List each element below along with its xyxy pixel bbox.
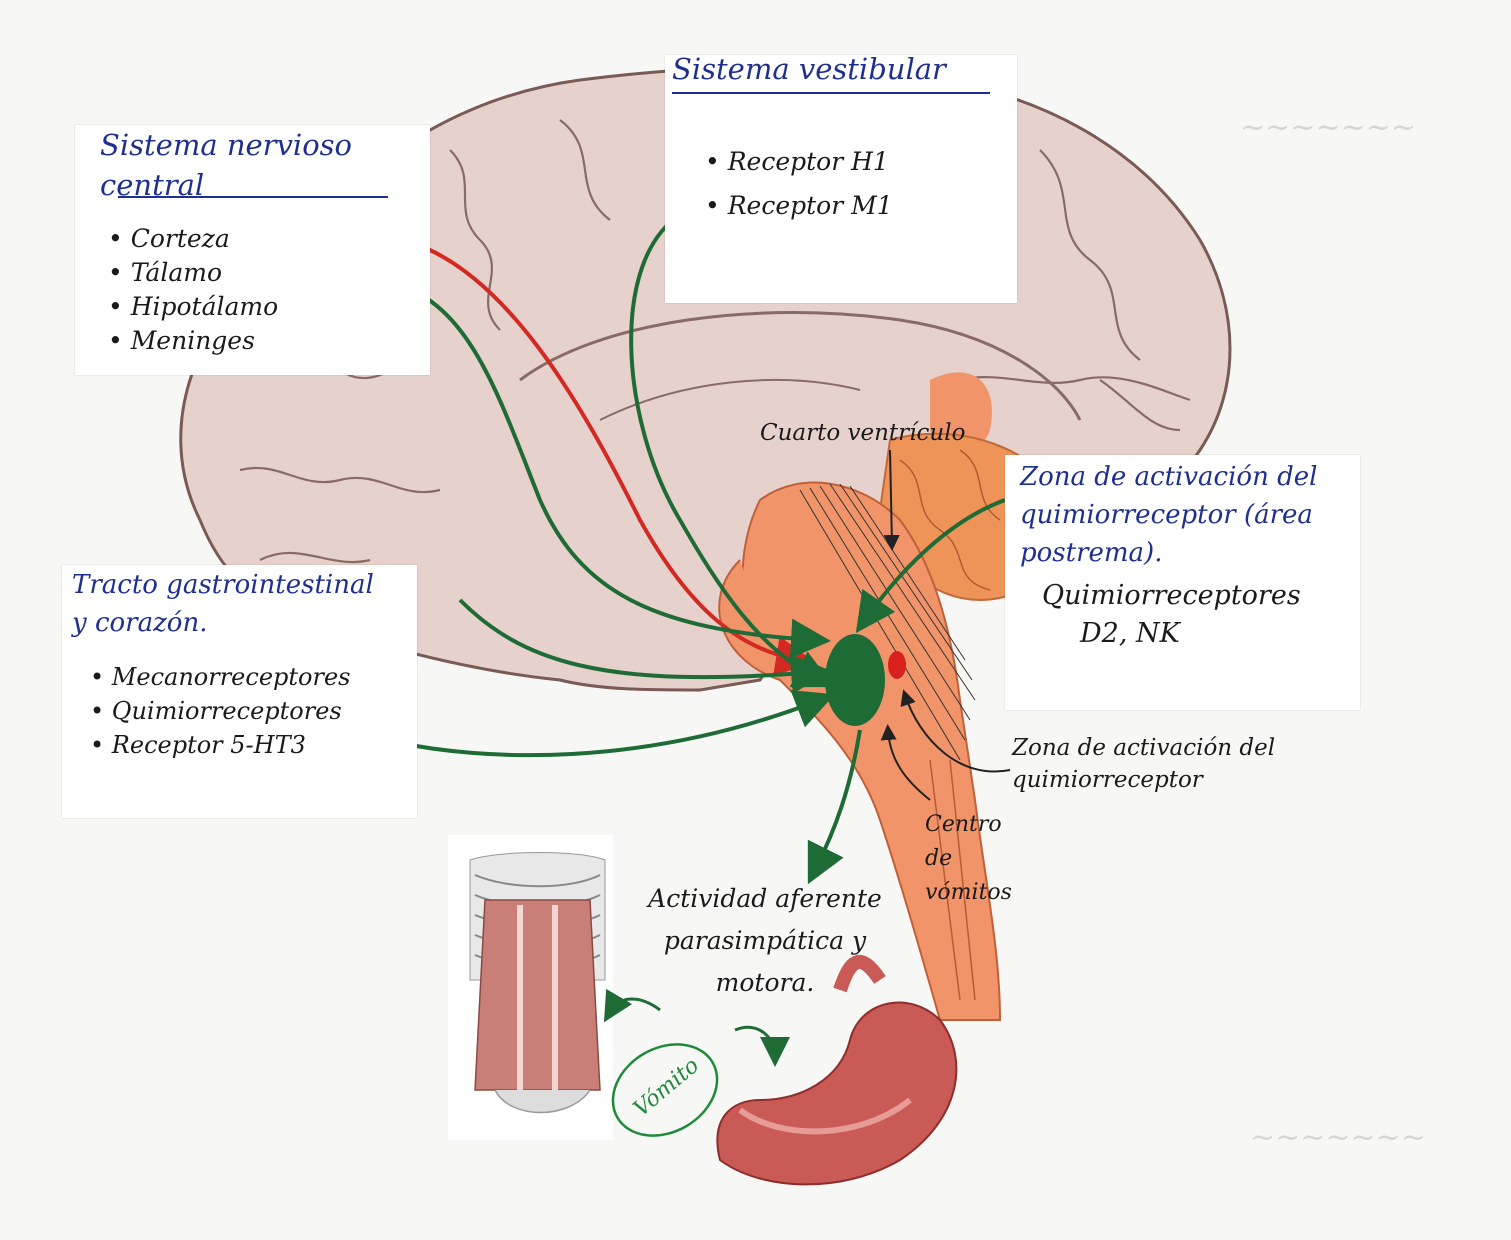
cns-item: Hipotálamo: [108, 290, 278, 324]
cns-item: Tálamo: [108, 256, 278, 290]
vomit-center: [825, 634, 885, 726]
vestibular-item: Receptor H1: [705, 140, 893, 184]
vestibular-title-underline: [672, 92, 990, 94]
cns-list: Corteza Tálamo Hipotálamo Meninges: [108, 222, 278, 358]
abdomen-illustration: [448, 835, 613, 1140]
ctz-receptors: D2, NK: [1080, 618, 1180, 649]
ctz-receptors-label: Quimiorreceptores: [1042, 580, 1301, 611]
arrow-vomit-right: [735, 1027, 775, 1055]
cns-item: Meninges: [108, 324, 278, 358]
background-writing: ~~~~~~~: [1240, 110, 1416, 145]
gi-item: Quimiorreceptores: [90, 694, 350, 728]
vestibular-list: Receptor H1 Receptor M1: [705, 140, 893, 228]
arrow-gi-green: [395, 700, 820, 755]
vestibular-title: Sistema vestibular: [672, 52, 946, 86]
ctz-title: Zona de activación del quimiorreceptor (…: [1020, 458, 1350, 572]
vomit-center-label: Centro de vómitos: [925, 808, 1035, 910]
gi-item: Receptor 5-HT3: [90, 728, 350, 762]
gi-title: Tracto gastrointestinal y corazón.: [72, 566, 392, 642]
ctz-dot: [888, 651, 906, 679]
background-writing: ~~~~~~~: [1250, 1120, 1426, 1155]
cns-title-underline: [118, 196, 388, 198]
efferent-label: Actividad aferente parasimpática y motor…: [640, 878, 890, 1004]
ctz-label: Zona de activación del quimiorreceptor: [1012, 732, 1282, 796]
gi-list: Mecanorreceptores Quimiorreceptores Rece…: [90, 660, 350, 762]
cns-item: Corteza: [108, 222, 278, 256]
fourth-ventricle-label: Cuarto ventrículo: [760, 420, 965, 446]
cns-title: Sistema nervioso central: [100, 125, 400, 205]
gi-item: Mecanorreceptores: [90, 660, 350, 694]
vestibular-item: Receptor M1: [705, 184, 893, 228]
